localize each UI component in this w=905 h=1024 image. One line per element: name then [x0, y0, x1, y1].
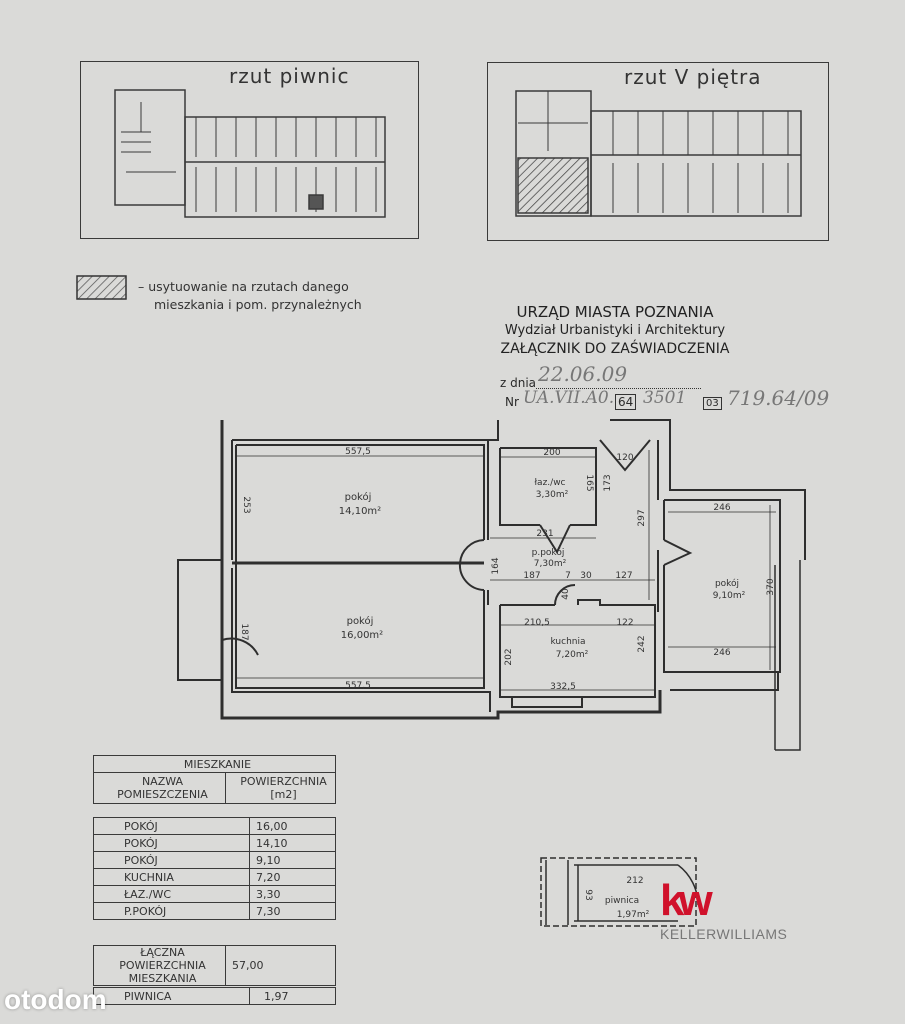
col-header-area: POWIERZCHNIA [m2] [225, 772, 336, 804]
room3-name: pokój [715, 578, 739, 589]
floor-title: rzut V piętra [624, 65, 762, 89]
room-name: ŁAZ./WC [93, 885, 250, 903]
room-area: 7,30 [249, 902, 336, 920]
col-header-name: NAZWA POMIESZCZENIA [93, 772, 226, 804]
bath-name: łaz./wc [535, 478, 566, 488]
dim-bath-width: 200 [543, 448, 560, 458]
basement-title: rzut piwnic [229, 64, 350, 88]
total-value: 57,00 [225, 945, 336, 986]
room-area: 9,10 [249, 851, 336, 869]
number-box-1: 64 [615, 394, 637, 410]
dim-room2-bottom: 557,5 [345, 681, 371, 691]
otodom-watermark: otodom [4, 984, 107, 1015]
floor-plan-drawing [515, 90, 802, 217]
dim-hall-30: 30 [580, 571, 592, 581]
date-label: z dnia [500, 376, 537, 390]
floor-overview: rzut V piętra [487, 62, 829, 241]
dim-room3-height: 370 [766, 578, 776, 595]
room2-area: 16,00m² [341, 630, 383, 641]
kw-wordmark: KELLERWILLIAMS [660, 926, 788, 942]
legend-hatch-swatch [76, 275, 127, 300]
number-row: Nr UA.VII.A0. 64 3501 03 719.64/09 [505, 386, 845, 420]
dim-hall-height: 297 [637, 509, 647, 526]
number-prefix: UA.VII.A0. [523, 388, 615, 408]
basement-overview: rzut piwnic [80, 61, 419, 239]
dim-hall-164: 164 [491, 557, 501, 574]
number-mid: 3501 [643, 388, 687, 408]
attachment-title: ZAŁĄCZNIK DO ZAŚWIADCZENIA [500, 341, 730, 357]
cellar-label: PIWNICA [93, 987, 250, 1005]
dim-room1-top: 557,5 [345, 447, 371, 457]
room-name: POKÓJ [93, 851, 250, 869]
dim-bath-height: 165 [584, 474, 594, 491]
room-area: 3,30 [249, 885, 336, 903]
hall-area: 7,30m² [534, 559, 567, 569]
room-name: P.POKÓJ [93, 902, 250, 920]
dim-room3-bottom: 246 [713, 648, 730, 658]
room-area: 7,20 [249, 868, 336, 886]
dim-kitchen-w2: 122 [616, 618, 633, 628]
dim-door-width: 120 [616, 453, 633, 463]
dim-room1-height: 253 [241, 496, 251, 513]
cellar-height: 93 [583, 889, 593, 900]
number-suffix: 719.64/09 [727, 386, 830, 410]
total-label: ŁĄCZNA POWIERZCHNIA MIESZKANIA [93, 945, 226, 986]
room1-area: 14,10m² [339, 506, 381, 517]
dim-kitchen-w1: 210,5 [524, 618, 550, 628]
dim-room3-top: 246 [713, 503, 730, 513]
room3-area: 9,10m² [713, 591, 746, 601]
room-area: 16,00 [249, 817, 336, 835]
dim-hall-40: 40 [561, 588, 571, 600]
area-table-header: MIESZKANIE NAZWA POMIESZCZENIA POWIERZCH… [93, 755, 336, 804]
number-box-2: 03 [703, 397, 722, 410]
cellar-plan: 212 93 piwnica 1,97m² [540, 857, 699, 927]
room-name: POKÓJ [93, 834, 250, 852]
dim-hall-127: 127 [615, 571, 632, 581]
bath-area: 3,30m² [536, 490, 569, 500]
room-name: KUCHNIA [93, 868, 250, 886]
dim-hall-187: 187 [523, 571, 540, 581]
room2-name: pokój [347, 615, 374, 627]
legend-text: – usytuowanie na rzutach danego mieszkan… [138, 278, 362, 314]
dim-hall-width: 231 [536, 529, 553, 539]
cellar-area: 1,97m² [617, 910, 650, 920]
department-name: Wydział Urbanistyki i Architektury [504, 323, 726, 338]
cellar-width: 212 [626, 876, 643, 886]
apartment-floor-plan: 557,5 253 pokój 14,10m² pokój 16,00m² 55… [177, 419, 806, 751]
kitchen-name: kuchnia [550, 637, 585, 647]
room1-name: pokój [345, 491, 372, 503]
basement-plan-drawing [114, 89, 386, 218]
number-label: Nr [505, 395, 519, 409]
office-name: URZĄD MIASTA POZNANIA [516, 303, 714, 321]
dim-kitchen-height: 242 [637, 635, 647, 652]
date-value: 22.06.09 [538, 362, 628, 386]
legend-line-2: mieszkania i pom. przynależnych [154, 297, 362, 312]
dim-kitchen-bottom: 332,5 [550, 682, 576, 692]
table-title: MIESZKANIE [93, 755, 336, 773]
room-name: POKÓJ [93, 817, 250, 835]
cellar-value: 1,97 [249, 987, 336, 1005]
kitchen-area: 7,20m² [556, 650, 589, 660]
dim-room2-height: 187 [239, 623, 249, 640]
dim-bath-height-2: 173 [603, 474, 613, 491]
dim-kitchen-height-2: 202 [504, 648, 514, 665]
kw-logo: kw [660, 876, 713, 925]
cellar-name: piwnica [605, 896, 639, 906]
hall-name: p.pokój [532, 547, 565, 558]
legend-line-1: – usytuowanie na rzutach danego [138, 279, 349, 294]
room-area: 14,10 [249, 834, 336, 852]
dim-hall-7: 7 [565, 571, 571, 581]
